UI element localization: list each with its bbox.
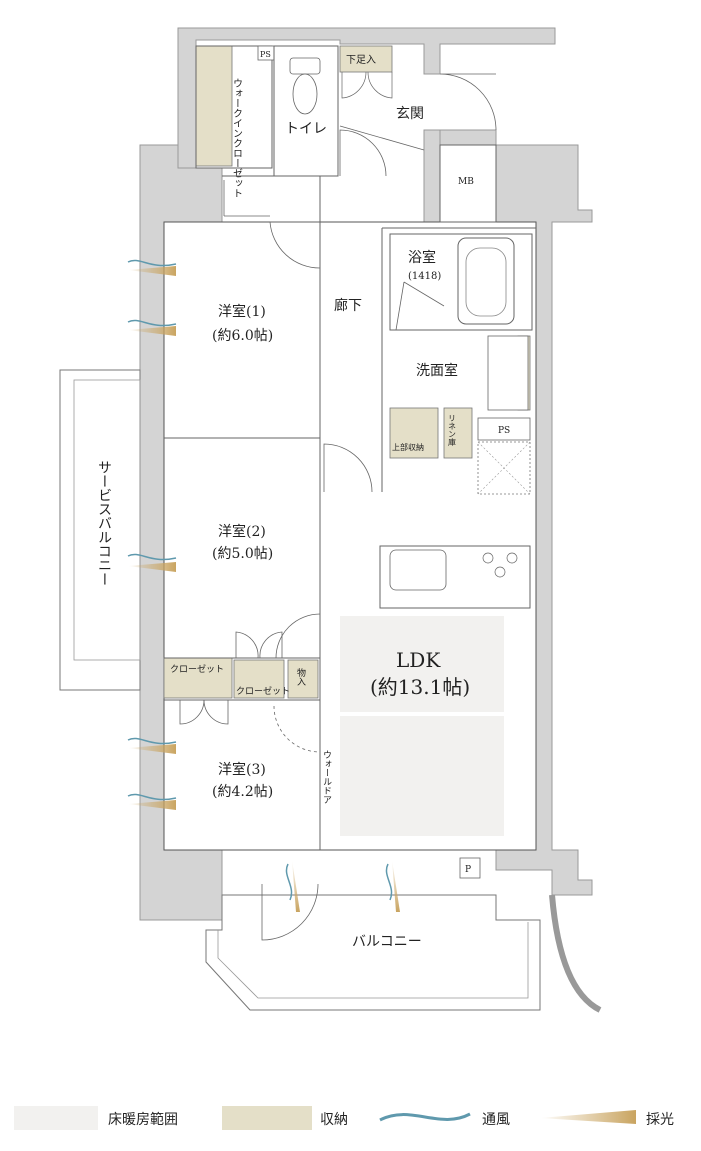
ldk-heating-upper [340,616,504,712]
legend-swatch-floor-heating [14,1106,98,1130]
wind-markers [127,259,393,901]
kitchen-sink [389,549,447,591]
legend-label-storage: 収納 [320,1112,348,1128]
corridor-walls [222,175,536,850]
washer-x2 [477,441,531,495]
balcony-outline [205,894,541,1011]
upper-storage-label: 上部収納 [392,442,424,452]
ps-top-label: PS [260,50,271,59]
linen-label: リネン庫 [448,414,457,447]
light-markers [128,266,400,912]
entrance-step [339,125,425,151]
geta-label: 下足入 [346,54,376,66]
cooktop [482,552,518,578]
p-box [459,857,481,879]
legend: 床暖房範囲 収納 通風 採光 [14,1106,674,1130]
balcony-door [261,883,319,941]
western1-size-label: (約6.0帖) [212,328,273,344]
corridor-label: 廊下 [334,297,362,314]
room-doors [179,180,321,753]
ps-mid-box [477,417,531,441]
entrance-door [439,73,497,131]
toilet-tank [289,57,321,75]
ps-mid-label: PS [498,426,510,436]
western3-size-label: (約4.2帖) [212,784,273,800]
wall-door-label: ウォールドア [321,750,332,804]
service-balcony-label: サービスバルコニー [96,460,112,586]
legend-wind-icon [379,1112,471,1122]
bath-label: 浴室 [408,249,436,266]
mb-box [439,144,497,223]
ldk-heating-lower [340,716,504,836]
geta-doors [341,71,393,99]
p-label: P [465,865,471,875]
monoire-label: 物入 [295,667,306,686]
legend-label-light: 採光 [646,1112,674,1128]
toilet-door [339,129,387,177]
wash-basin [487,335,529,411]
bathtub-inner [465,247,507,317]
washroom-door [323,443,373,493]
entrance-label: 玄関 [396,105,424,122]
western1-label: 洋室(1) [218,303,266,320]
ldk-label: LDK [396,648,441,672]
legend-swatch-storage [222,1106,312,1130]
legend-label-wind: 通風 [482,1112,510,1128]
western3-label: 洋室(3) [218,761,266,778]
service-balcony [59,369,141,691]
balcony-inner [217,922,529,999]
balcony-curve [549,894,602,1013]
wic-room [195,45,273,169]
toilet-bowl [292,73,318,115]
western2-label: 洋室(2) [218,523,266,540]
storage-areas [163,45,531,699]
bath-size-label: (1418) [408,271,441,282]
bath-door [395,281,445,331]
mb-label: MB [458,177,474,187]
balcony-label: バルコニー [352,934,422,950]
legend-label-floor-heating: 床暖房範囲 [108,1111,178,1128]
service-balcony-rail [73,379,141,661]
western2-size-label: (約5.0帖) [212,546,273,562]
closet-a-label: クローゼット [170,663,224,675]
washroom-label: 洗面室 [416,362,458,379]
closet-b-label: クローゼット [236,685,290,697]
toilet-label: トイレ [285,121,327,137]
wic-label: ウォークインクローゼット [231,78,243,198]
ldk-size-label: (約13.1帖) [370,675,470,699]
legend-light-icon [540,1110,636,1124]
